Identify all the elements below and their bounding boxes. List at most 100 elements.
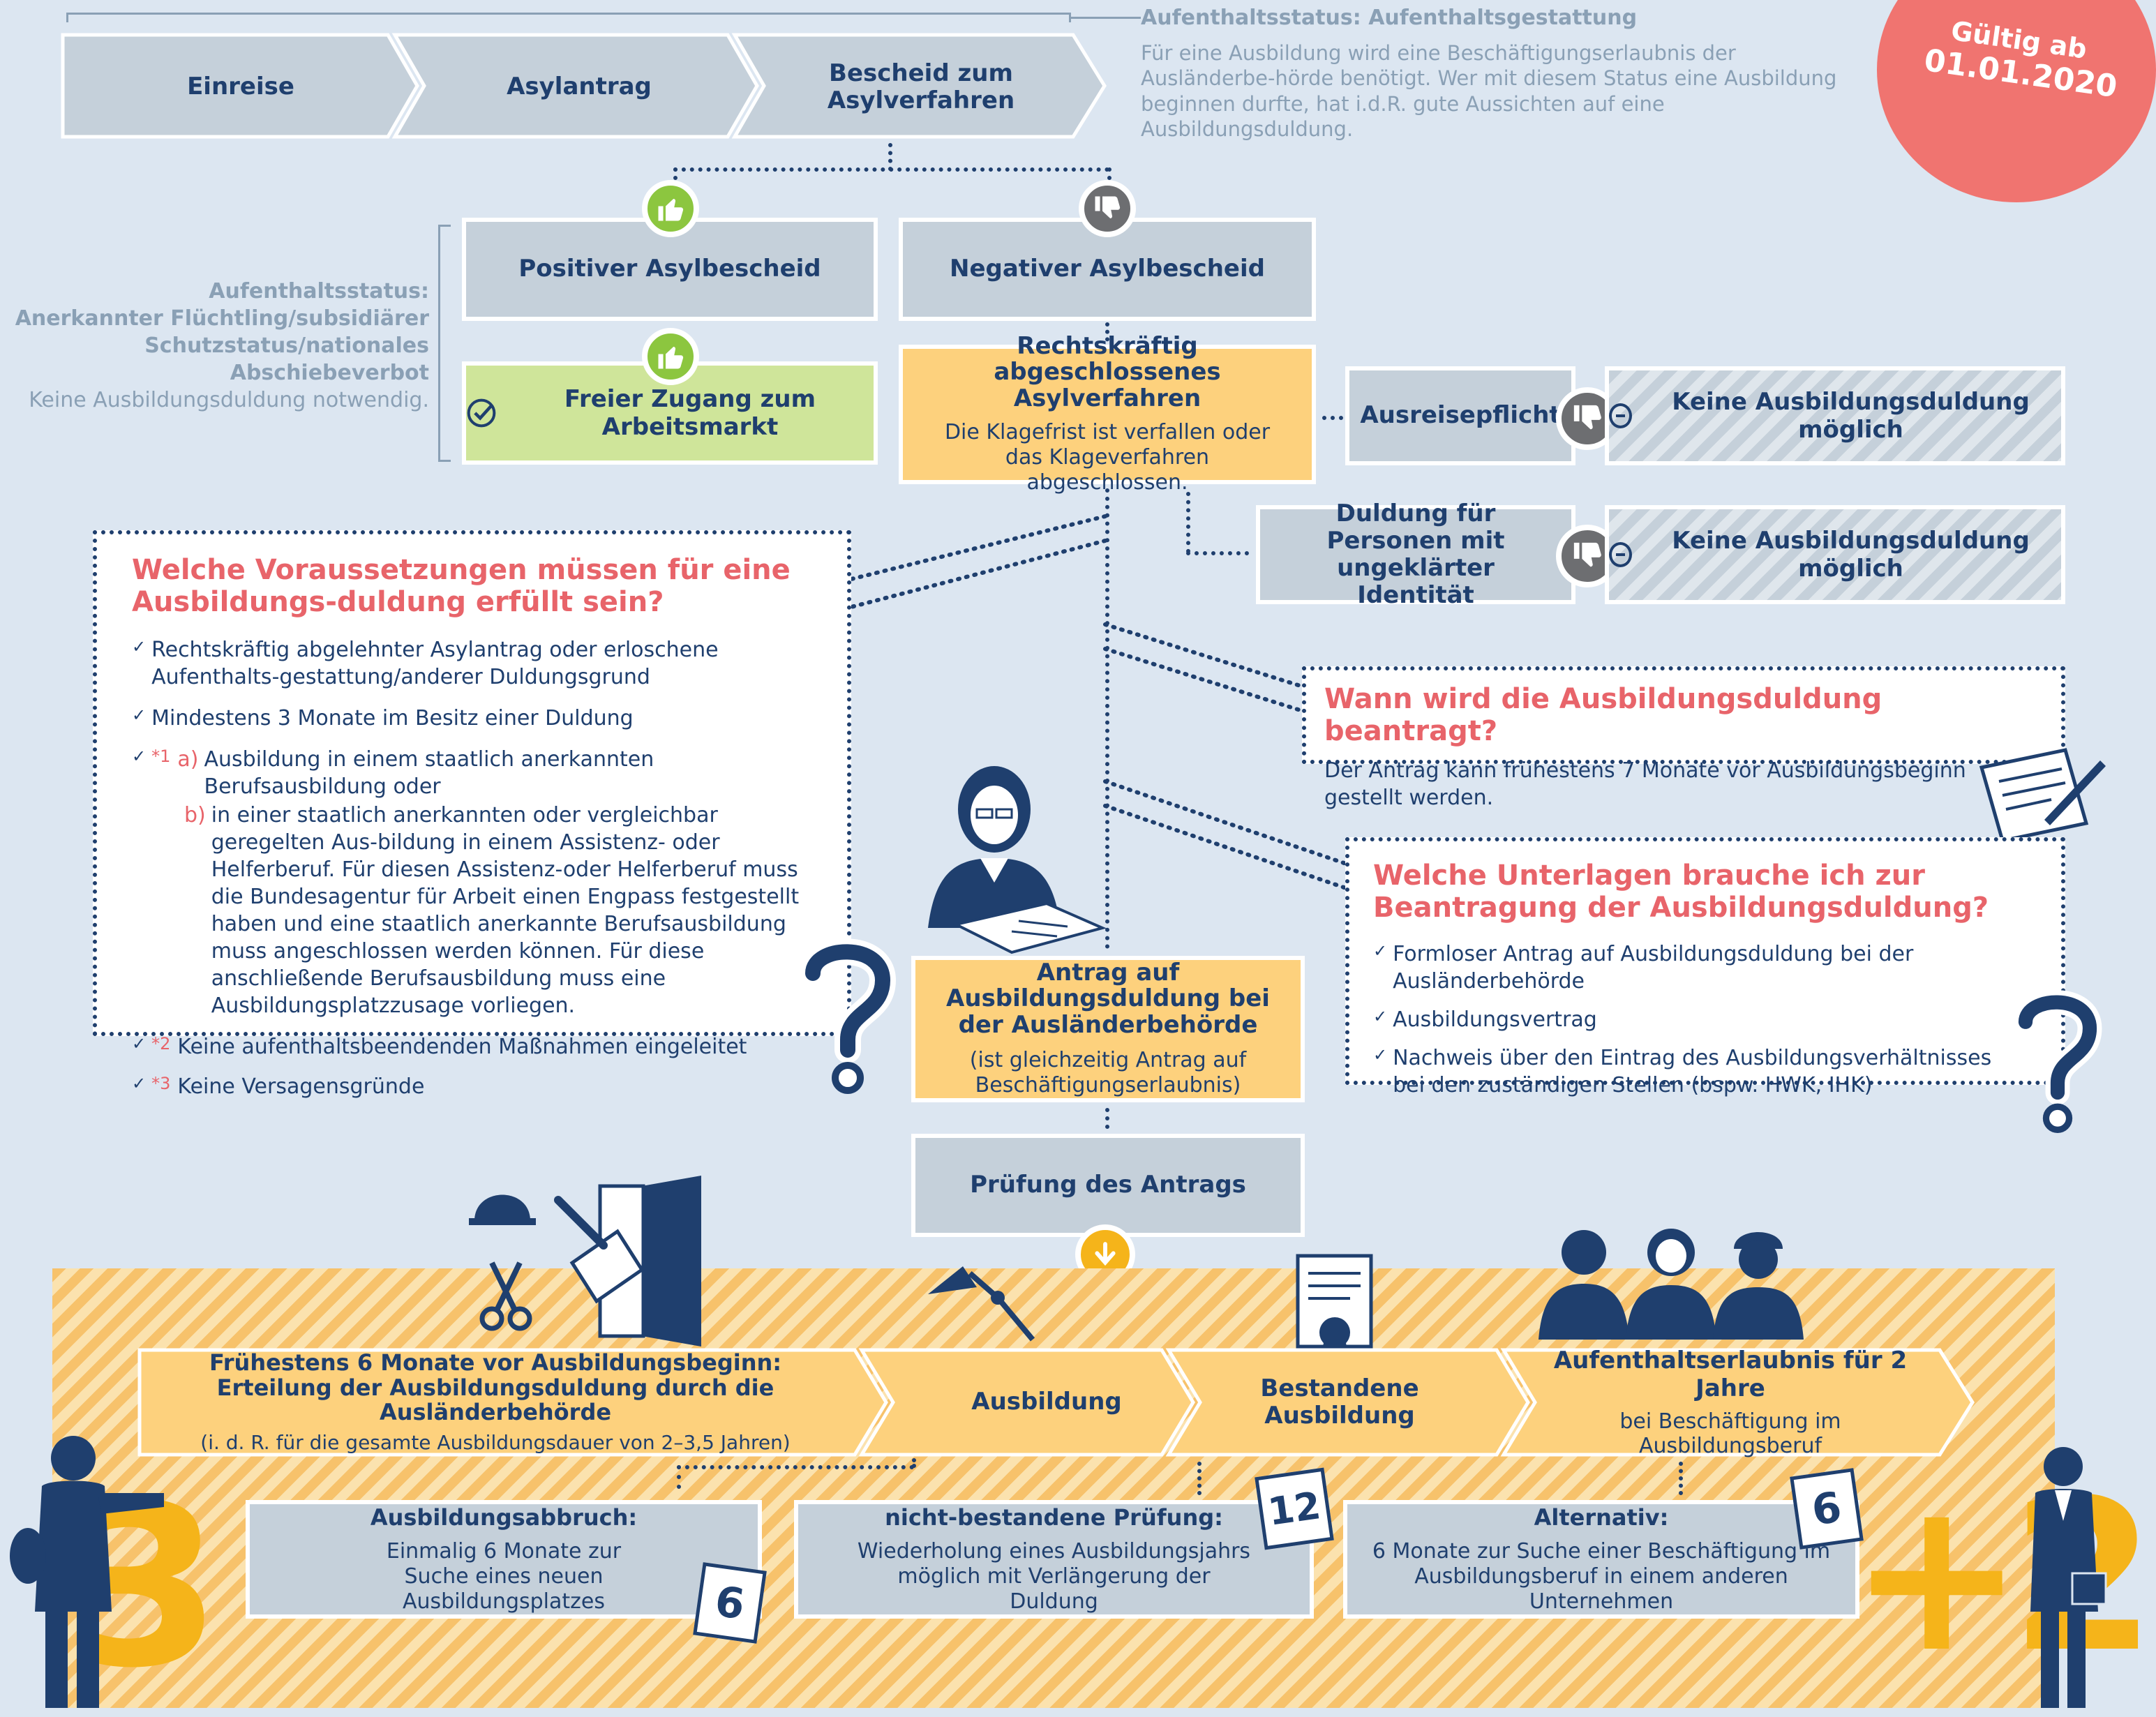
question-mark-icon [800, 938, 897, 1094]
bottom-step-1-title: Frühestens 6 Monate vor Ausbildungsbegin… [209, 1349, 782, 1426]
req-item-2: ✓ Mindestens 3 Monate im Besitz einer Du… [132, 705, 819, 732]
left-status-line4: Keine Ausbildungsduldung notwendig. [29, 388, 429, 412]
calendar-icon-6-months: 6 [693, 1562, 767, 1644]
outcome-nicht-bestanden: nicht-bestandene Prüfung: Wiederholung e… [794, 1500, 1314, 1619]
status-gestattung-title: Aufenthaltsstatus: Aufenthaltsgestattung [1141, 6, 1638, 30]
connector-right [1107, 167, 1111, 188]
documents-title: Welche Unterlagen brauche ich zur Beantr… [1373, 860, 1989, 924]
step-bescheid: Bescheid zum Asylverfahren [827, 59, 1015, 114]
left-status: Aufenthaltsstatus: Anerkannter Flüchtlin… [0, 278, 429, 414]
outcome-alternativ: Alternativ: 6 Monate zur Suche einer Bes… [1343, 1500, 1859, 1619]
docs-item-3-text: Nachweis über den Eintrag des Ausbildung… [1393, 1046, 1992, 1097]
outcome-nicht-title: nicht-bestandene Prüfung: [885, 1504, 1223, 1531]
check-icon: ✓ [132, 637, 147, 657]
connector-out-1h [677, 1465, 914, 1469]
when-title: Wann wird die Ausbildungsduldung beantra… [1324, 683, 1882, 747]
antrag-text: (ist gleichzeitig Antrag auf Beschäftigu… [969, 1048, 1247, 1098]
status-gestattung-text: Für eine Ausbildung wird eine Beschäftig… [1141, 41, 1837, 141]
req-item-5-text: Keine Versagensgründe [177, 1074, 425, 1099]
outcome-nicht-text: Wiederholung eines Ausbildungsjahrs mögl… [857, 1539, 1251, 1614]
antrag-box: Antrag auf Ausbildungsduldung bei der Au… [911, 956, 1305, 1102]
req-item-1-text: Rechtskräftig abgelehnter Asylantrag ode… [151, 638, 719, 689]
no-duldung-box-2: Keine Ausbildungsduldung möglich [1605, 505, 2065, 604]
req-item-3: ✓ *1 a) Ausbildung in einem staatlich an… [132, 746, 819, 800]
when-box: Wann wird die Ausbildungsduldung beantra… [1302, 666, 2065, 810]
top-flow-arrows [61, 33, 1107, 139]
req-item-4: ✓ *2 Keine aufenthaltsbeendenden Maßnahm… [132, 1033, 819, 1060]
antrag-title: Antrag auf Ausbildungsduldung bei der Au… [946, 958, 1270, 1039]
check-icon-4: ✓ [132, 1034, 147, 1054]
docs-item-1: ✓ Formloser Antrag auf Ausbildungsduldun… [1373, 940, 2043, 995]
thumbs-up-icon-2 [642, 328, 699, 385]
footnote-1: *1 [151, 747, 171, 766]
left-status-line1: Aufenthaltsstatus: [209, 279, 429, 303]
connector-central [1105, 488, 1109, 949]
question-mark-icon-2 [2013, 990, 2102, 1133]
req-a-label: a) [177, 747, 199, 772]
bottom-step-3: Bestandene Ausbildung [1260, 1374, 1419, 1430]
bottom-step-2: Ausbildung [971, 1388, 1122, 1416]
diagonal-connectors [849, 514, 1352, 892]
final-asylum-text: Die Klagefrist ist verfallen oder das Kl… [944, 420, 1271, 495]
connector-out-3 [1679, 1462, 1683, 1495]
check-circle-icon [467, 398, 496, 428]
outcome-abbruch: Ausbildungsabbruch: Einmalig 6 Monate zu… [246, 1500, 762, 1619]
calendar-icon-12-months: 12 [1255, 1467, 1334, 1550]
step-einreise: Einreise [187, 73, 294, 101]
footnote-3: *3 [151, 1074, 171, 1093]
check-icon-5: ✓ [132, 1074, 147, 1093]
bottom-step-4-title: Aufenthaltserlaubnis für 2 Jahre [1553, 1347, 1908, 1402]
check-icon-2: ✓ [132, 705, 147, 725]
top-flow-bracket [66, 13, 1071, 22]
left-status-bracket [438, 225, 451, 462]
bottom-step-1: Frühestens 6 Monate vor Ausbildungsbegin… [147, 1350, 844, 1455]
connector-top [888, 143, 892, 171]
documents-box: Welche Unterlagen brauche ich zur Beantr… [1345, 837, 2065, 1097]
no-duldung-box-1: Keine Ausbildungsduldung möglich [1605, 366, 2065, 465]
req-a-text: Ausbildung in einem staatlich anerkannte… [204, 747, 654, 799]
connector-out-1 [677, 1465, 681, 1489]
docs-item-2: ✓ Ausbildungsvertrag [1373, 1006, 2043, 1033]
minus-circle-icon-2 [1609, 542, 1632, 567]
connector-out-1b [912, 1458, 916, 1468]
req-item-1: ✓ Rechtskräftig abgelehnter Asylantrag o… [132, 636, 819, 691]
final-asylum-box: Rechtskräftig abgeschlossenes Asylverfah… [899, 333, 1316, 495]
bottom-step-4: Aufenthaltserlaubnis für 2 Jahre bei Bes… [1535, 1347, 1926, 1458]
connector-identity-v [1186, 492, 1190, 553]
check-icon-3: ✓ [132, 747, 147, 766]
step-asylantrag: Asylantrag [507, 73, 652, 101]
connector-out-2 [1197, 1462, 1201, 1495]
req-item-4-text: Keine aufenthaltsbeendenden Maßnahmen ei… [177, 1035, 747, 1059]
ausreisepflicht-box: Ausreisepflicht [1345, 366, 1575, 465]
connector-left [673, 167, 678, 188]
connector-identity-h [1186, 551, 1249, 555]
bracket-connector [1071, 17, 1141, 19]
bottom-step-1-sub: (i. d. R. für die gesamte Ausbildungsdau… [200, 1431, 791, 1455]
connector-antrag-pruefung [1105, 1108, 1109, 1129]
minus-circle-icon [1609, 403, 1632, 428]
desk-lamp-icon [928, 1266, 1035, 1342]
req-item-2-text: Mindestens 3 Monate im Besitz einer Duld… [151, 706, 634, 730]
pruefung-box: Prüfung des Antrags [911, 1134, 1305, 1237]
final-asylum-title: Rechtskräftig abgeschlossenes Asylverfah… [994, 331, 1221, 412]
when-text: Der Antrag kann frühestens 7 Monate vor … [1324, 758, 1966, 810]
document-pen-icon [1979, 748, 2106, 843]
connector-ausreise [1322, 416, 1343, 420]
outcome-alt-text: 6 Monate zur Suche einer Beschäftigung i… [1372, 1539, 1831, 1614]
woman-left-illustration [10, 1436, 164, 1708]
tools-door-illustration [469, 1176, 701, 1347]
connector-split [673, 167, 1109, 172]
outcome-alt-title: Alternativ: [1534, 1504, 1669, 1531]
connector-neg-final [1105, 322, 1109, 349]
thumbs-up-icon [642, 180, 699, 237]
team-people-illustration [1539, 1229, 1804, 1340]
req-b-label: b) [184, 803, 206, 827]
check-icon-8: ✓ [1373, 1045, 1388, 1065]
free-access-label: Freier Zugang zum Arbeitsmarkt [564, 385, 816, 441]
check-icon-7: ✓ [1373, 1007, 1388, 1026]
req-b-text: in einer staatlich anerkannten oder verg… [211, 803, 800, 1018]
man-right-illustration [2030, 1447, 2107, 1708]
outcome-abbruch-title: Ausbildungsabbruch: [370, 1504, 638, 1531]
requirements-box: Welche Voraussetzungen müssen für eine A… [93, 530, 851, 1099]
docs-item-1-text: Formloser Antrag auf Ausbildungsduldung … [1393, 942, 1914, 994]
